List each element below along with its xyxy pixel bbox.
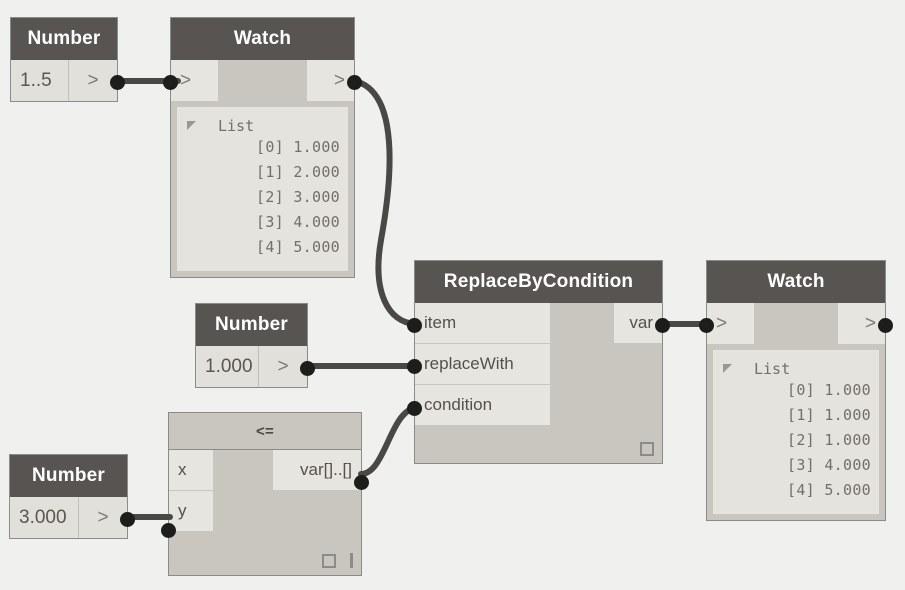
lacing-icon[interactable]: [322, 553, 336, 568]
node-less-equal[interactable]: <= x var[]..[] y: [161, 412, 369, 576]
input-port-nub-item[interactable]: [407, 318, 422, 333]
input-port-x[interactable]: x: [169, 450, 213, 491]
input-port-nub-condition[interactable]: [407, 401, 422, 416]
wire-lessequal-to-condition: [358, 405, 418, 477]
list-item: [2] 1.000: [787, 431, 871, 449]
output-port-nub-var[interactable]: [655, 318, 670, 333]
watch-list-preview: List [0] 1.000 [1] 2.000 [2] 3.000 [3] 4…: [177, 107, 348, 271]
node-title: <=: [169, 413, 361, 450]
list-item: [3] 4.000: [256, 213, 340, 231]
input-port-replacewith[interactable]: replaceWith: [415, 344, 550, 385]
port-row-item: item var: [415, 303, 662, 344]
lacing-icon[interactable]: [640, 442, 654, 456]
node-watch-output[interactable]: Watch > > List [0] 1.000 [1] 1.000 [2] 1…: [699, 260, 893, 521]
port-gap: [550, 303, 614, 344]
output-port-label[interactable]: >: [838, 303, 885, 344]
list-item: [0] 1.000: [256, 138, 340, 156]
port-row-replacewith: replaceWith: [415, 344, 662, 385]
node-footer: [322, 553, 353, 568]
port-row-condition: condition: [415, 385, 662, 426]
watch-port-row: > >: [707, 303, 885, 344]
output-port-label[interactable]: >: [79, 497, 127, 538]
number-body: 1.000 >: [196, 346, 307, 387]
port-gap: [550, 344, 662, 385]
port-list: x var[]..[] y: [169, 450, 361, 532]
output-port-nub[interactable]: [878, 318, 893, 333]
port-row-y: y: [169, 491, 361, 532]
node-title: Number: [11, 18, 117, 60]
port-gap: [213, 491, 361, 532]
watch-port-row: > >: [171, 60, 354, 101]
input-port-y[interactable]: y: [169, 491, 213, 532]
input-port-label[interactable]: >: [171, 60, 218, 101]
list-item: [1] 1.000: [787, 406, 871, 424]
node-replace-by-condition[interactable]: ReplaceByCondition item var replaceWith …: [407, 260, 670, 464]
output-port-nub[interactable]: [300, 361, 315, 376]
node-footer: [640, 442, 654, 456]
number-value-input[interactable]: 3.000: [10, 497, 79, 538]
output-port-label[interactable]: >: [307, 60, 354, 101]
input-port-condition[interactable]: condition: [415, 385, 550, 426]
output-port-nub[interactable]: [110, 75, 125, 90]
node-title: ReplaceByCondition: [415, 261, 662, 303]
port-list: item var replaceWith condition: [415, 303, 662, 426]
node-title: Watch: [171, 18, 354, 60]
collapse-triangle-icon[interactable]: [723, 364, 732, 373]
port-row-x: x var[]..[]: [169, 450, 361, 491]
list-item: [0] 1.000: [787, 381, 871, 399]
collapse-triangle-icon[interactable]: [187, 121, 196, 130]
node-number-threshold[interactable]: Number 3.000 >: [9, 454, 135, 539]
number-body: 1..5 >: [11, 60, 117, 101]
input-port-item[interactable]: item: [415, 303, 550, 344]
output-port-var[interactable]: var: [614, 303, 662, 344]
output-port-nub[interactable]: [347, 75, 362, 90]
input-port-label[interactable]: >: [707, 303, 754, 344]
wire-watch-to-item: [352, 78, 418, 327]
output-port-label[interactable]: >: [259, 346, 307, 387]
number-value-input[interactable]: 1..5: [11, 60, 69, 101]
node-watch-input[interactable]: Watch > > List [0] 1.000 [1] 2.000 [2] 3…: [163, 17, 362, 278]
list-header[interactable]: List: [719, 356, 871, 381]
output-port-nub-var[interactable]: [354, 475, 369, 490]
input-port-nub[interactable]: [163, 75, 178, 90]
node-title: Watch: [707, 261, 885, 303]
list-label: List: [754, 359, 791, 378]
list-header[interactable]: List: [183, 113, 340, 138]
list-item: [4] 5.000: [256, 238, 340, 256]
list-label: List: [218, 116, 255, 135]
list-item: [4] 5.000: [787, 481, 871, 499]
node-title: Number: [196, 304, 307, 346]
number-value-input[interactable]: 1.000: [196, 346, 259, 387]
number-body: 3.000 >: [10, 497, 127, 538]
watch-list-preview: List [0] 1.000 [1] 1.000 [2] 1.000 [3] 4…: [713, 350, 879, 514]
input-port-nub-y[interactable]: [161, 523, 176, 538]
node-title: Number: [10, 455, 127, 497]
port-gap: [550, 385, 662, 426]
node-number-range[interactable]: Number 1..5 >: [10, 17, 125, 102]
output-port-label[interactable]: >: [69, 60, 117, 101]
list-item: [1] 2.000: [256, 163, 340, 181]
list-item: [2] 3.000: [256, 188, 340, 206]
input-port-nub[interactable]: [699, 318, 714, 333]
list-item: [3] 4.000: [787, 456, 871, 474]
input-port-nub-replacewith[interactable]: [407, 359, 422, 374]
output-port-nub[interactable]: [120, 512, 135, 527]
levels-icon[interactable]: [350, 553, 353, 568]
port-gap: [213, 450, 273, 491]
output-port-var[interactable]: var[]..[]: [273, 450, 361, 491]
node-number-replace[interactable]: Number 1.000 >: [195, 303, 315, 388]
